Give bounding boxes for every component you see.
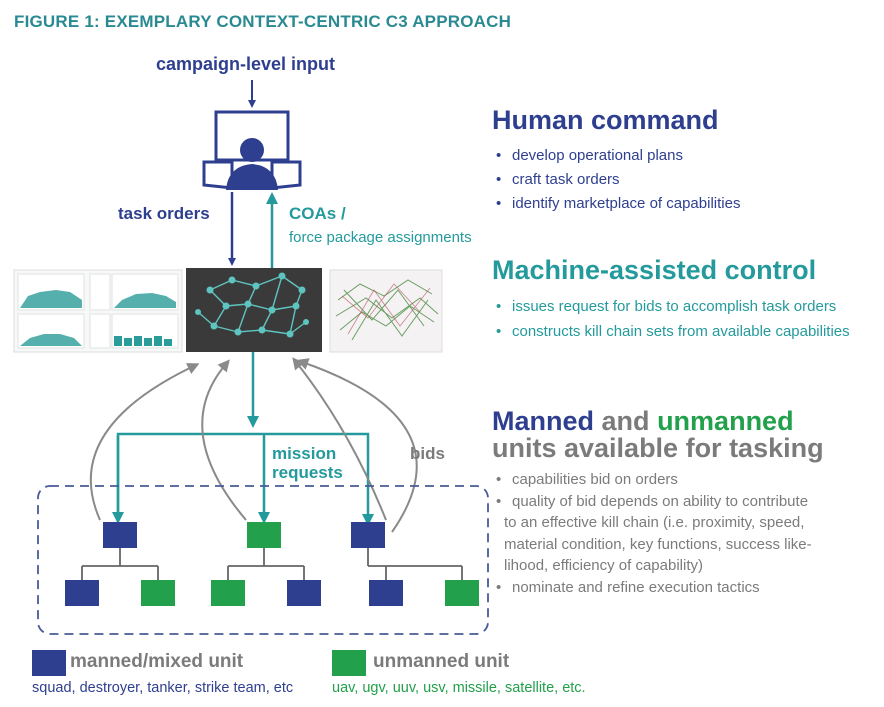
task-orders-label: task orders xyxy=(118,204,210,223)
human-command-bullet: identify marketplace of capabilities xyxy=(496,192,740,216)
kill-chain-plot-thumbnail xyxy=(329,269,443,353)
human-operator-icon xyxy=(202,110,302,190)
dashboard-thumbnail xyxy=(13,269,183,353)
human-command-bullet: craft task orders xyxy=(496,168,740,192)
requests-label: requests xyxy=(272,463,343,482)
units-bullet: quality of bid depends on ability to con… xyxy=(496,491,812,513)
coas-label: COAs / xyxy=(289,204,346,223)
human-command-bullet: develop operational plans xyxy=(496,144,740,168)
machine-control-heading: Machine-assisted control xyxy=(492,255,817,285)
bid-arrow-3 xyxy=(292,357,387,521)
mission-label: mission xyxy=(272,444,337,463)
unit-tree xyxy=(81,548,463,580)
force-package-label: force package assignments xyxy=(289,229,472,246)
units-heading-line1: Manned and unmanned xyxy=(492,406,794,437)
units-bullet: capabilities bid on orders xyxy=(496,469,812,491)
units-heading-line2: units available for tasking xyxy=(492,433,824,463)
units-bullet-continuation: lihood, efficiency of capability) xyxy=(504,557,703,574)
units-bullet-continuation: to an effective kill chain (i.e. proximi… xyxy=(504,514,805,531)
legend-unmanned-examples: uav, ugv, uuv, usv, missile, satellite, … xyxy=(332,680,586,696)
unmanned-unit-parent xyxy=(247,522,281,548)
units-heading-unmanned: unmanned xyxy=(657,406,794,436)
manned-unit-parent xyxy=(351,522,385,548)
unmanned-unit-child xyxy=(141,580,175,606)
human-command-heading: Human command xyxy=(492,105,719,135)
legend-unmanned-swatch xyxy=(332,650,366,676)
units-list: capabilities bid on orders quality of bi… xyxy=(496,469,812,598)
machine-control-bullet: constructs kill chain sets from availabl… xyxy=(496,319,850,344)
unmanned-unit-child xyxy=(211,580,245,606)
bids-label: bids xyxy=(410,444,445,463)
manned-unit-child xyxy=(287,580,321,606)
units-heading-manned: Manned xyxy=(492,406,595,436)
units-bullet: nominate and refine execution tactics xyxy=(496,577,812,599)
machine-control-bullet: issues request for bids to accomplish ta… xyxy=(496,294,850,319)
legend-manned-examples: squad, destroyer, tanker, strike team, e… xyxy=(32,680,294,696)
legend-unmanned-label: unmanned unit xyxy=(373,651,510,672)
units-bullet-continuation: material condition, key functions, succe… xyxy=(504,535,812,553)
bid-arrow-2 xyxy=(201,359,247,521)
human-command-list: develop operational plans craft task ord… xyxy=(496,144,740,216)
manned-unit-child xyxy=(369,580,403,606)
units-heading-and: and xyxy=(601,406,650,436)
machine-control-list: issues request for bids to accomplish ta… xyxy=(496,294,850,344)
legend-manned-swatch xyxy=(32,650,66,676)
manned-unit-child xyxy=(65,580,99,606)
figure-title: FIGURE 1: EXEMPLARY CONTEXT-CENTRIC C3 A… xyxy=(14,12,512,31)
campaign-input-label: campaign-level input xyxy=(156,54,336,74)
legend-manned-label: manned/mixed unit xyxy=(70,651,244,672)
bid-arrow-1 xyxy=(89,363,200,521)
unmanned-unit-child xyxy=(445,580,479,606)
manned-unit-parent xyxy=(103,522,137,548)
bid-arrow-4 xyxy=(296,358,418,533)
network-graph-icon xyxy=(186,268,322,352)
units-boundary xyxy=(37,485,489,635)
